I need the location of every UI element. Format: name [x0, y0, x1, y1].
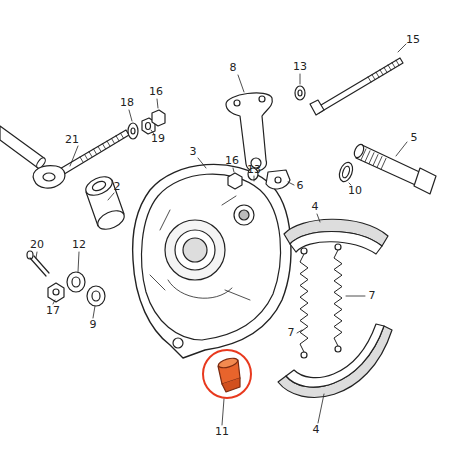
callout-number: 4	[313, 424, 320, 436]
brake-rod	[33, 130, 129, 188]
washer	[295, 86, 305, 100]
brake-shoe	[278, 324, 392, 397]
nut	[152, 110, 165, 126]
callout-number: 7	[369, 290, 376, 302]
callout-number: 18	[120, 97, 134, 109]
callout-number: 7	[288, 327, 295, 339]
callout-number: 16	[225, 155, 239, 167]
seal	[337, 161, 355, 184]
wear-indicator	[266, 170, 290, 189]
highlight-ring	[203, 350, 251, 398]
callout-number: 4	[312, 201, 319, 213]
callout-number: 13	[247, 164, 261, 176]
backing-plate	[133, 164, 291, 358]
brake-arm	[226, 93, 272, 171]
callout-number: 6	[297, 180, 304, 192]
cotter-pin	[27, 251, 49, 276]
callout-number: 11	[215, 426, 229, 438]
callout-number: 19	[151, 133, 165, 145]
anchor-pin	[217, 356, 240, 392]
callout-number: 12	[72, 239, 86, 251]
brake-cam	[352, 143, 436, 194]
nut	[228, 173, 242, 189]
callout-number: 20	[30, 239, 44, 251]
callout-number: 5	[411, 132, 418, 144]
collar	[83, 173, 127, 233]
callout-number: 15	[406, 34, 420, 46]
callout-number: 10	[348, 185, 362, 197]
axle-rod	[0, 126, 47, 170]
callout-number: 8	[230, 62, 237, 74]
callout-number: 16	[149, 86, 163, 98]
callout-number: 13	[293, 61, 307, 73]
washer	[87, 286, 105, 306]
callout-number: 3	[190, 146, 197, 158]
callout-number: 2	[114, 181, 121, 193]
washer	[128, 123, 138, 139]
brake-shoe	[284, 219, 388, 254]
callout-number: 21	[65, 134, 79, 146]
washer	[67, 272, 85, 292]
leader-line	[36, 44, 407, 425]
callout-number: 17	[46, 305, 60, 317]
callout-number: 9	[90, 319, 97, 331]
bolt	[310, 58, 403, 115]
return-spring	[300, 244, 342, 358]
nut	[48, 283, 64, 302]
